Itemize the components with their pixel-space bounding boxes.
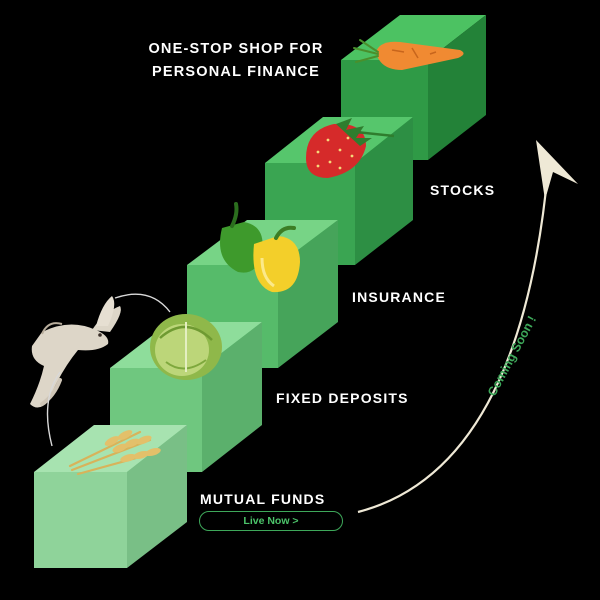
headline-line-2: PERSONAL FINANCE [152, 64, 320, 80]
step-label-insurance: INSURANCE [352, 289, 447, 305]
step-label-fixed-deposits: FIXED DEPOSITS [276, 390, 409, 406]
progress-arrow [357, 169, 550, 514]
strawberry-icon [306, 118, 395, 178]
live-now-button[interactable]: Live Now > [199, 511, 343, 531]
step-label-stocks: STOCKS [430, 182, 496, 198]
rabbit-icon [30, 296, 121, 408]
headline: ONE-STOP SHOP FOR PERSONAL FINANCE [126, 38, 346, 84]
carrot-icon [353, 39, 464, 70]
wheat-icon [68, 430, 161, 476]
headline-line-1: ONE-STOP SHOP FOR [148, 41, 324, 57]
step-label-mutual-funds: MUTUAL FUNDS [200, 491, 326, 507]
jump-curve-lower [46, 371, 61, 447]
cabbage-icon [150, 314, 222, 380]
arrow-head-icon [536, 140, 578, 200]
bell-peppers-icon [220, 202, 300, 293]
jump-curve-upper [114, 293, 171, 313]
